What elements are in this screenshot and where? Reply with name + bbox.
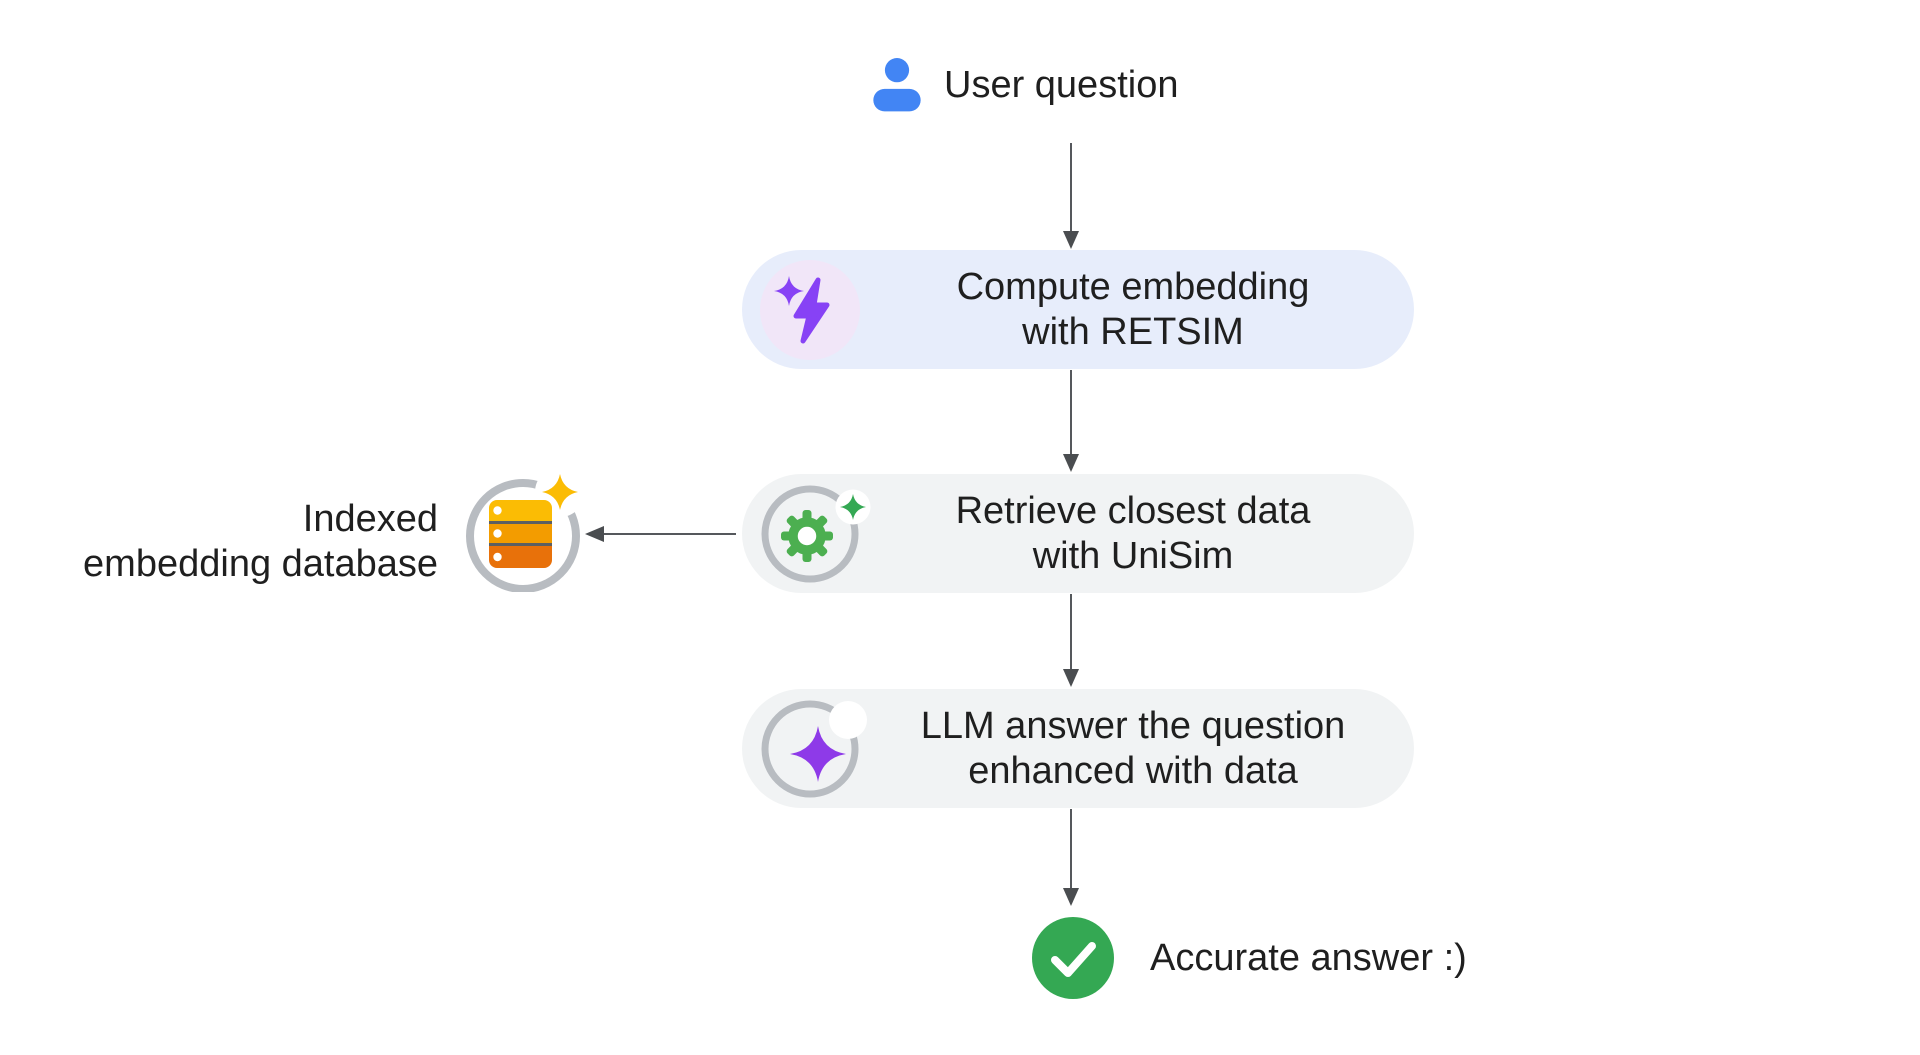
sparkle-bolt-icon — [760, 259, 860, 360]
step-label-line1: LLM answer the question — [920, 704, 1346, 747]
arrow-left-to-database — [585, 525, 736, 543]
compute-embedding-step: Compute embedding with RETSIM — [742, 250, 1414, 369]
arrow-head-icon — [1062, 231, 1079, 249]
database-label-line2: embedding database — [83, 543, 438, 585]
step-label-line2: with RETSIM — [1022, 310, 1244, 353]
step-label-line1: Compute embedding — [956, 265, 1310, 308]
check-icon — [1032, 917, 1114, 999]
step-label: Compute embedding with RETSIM — [876, 250, 1390, 369]
arrow-shaft — [1069, 809, 1073, 890]
step-label-line2: enhanced with data — [968, 749, 1298, 792]
step-label-line1: Retrieve closest data — [955, 489, 1311, 532]
llm-answer-step: LLM answer the question enhanced with da… — [742, 689, 1414, 808]
step-label: Retrieve closest data with UniSim — [876, 474, 1390, 593]
retrieve-data-step: Retrieve closest data with UniSim — [742, 474, 1414, 593]
database-label: Indexed embedding database — [56, 497, 438, 587]
step-label: LLM answer the question enhanced with da… — [876, 689, 1390, 808]
arrow-shaft — [603, 532, 736, 536]
arrow-head-icon — [1062, 888, 1079, 906]
gear-sparkle-icon — [760, 484, 871, 584]
arrow-shaft — [1069, 143, 1073, 233]
arrow-head-icon — [585, 525, 604, 542]
database-label-line1: Indexed — [302, 498, 438, 540]
user-question-label: User question — [944, 64, 1179, 106]
arrow-down-2 — [1062, 370, 1080, 472]
llm-sparkle-icon — [760, 699, 867, 799]
user-icon — [873, 58, 921, 112]
arrow-down-3 — [1062, 594, 1080, 687]
arrow-shaft — [1069, 370, 1073, 456]
accurate-answer-label: Accurate answer :) — [1150, 937, 1467, 979]
step-label-line2: with UniSim — [1032, 534, 1234, 577]
database-sparkle-icon — [466, 467, 585, 592]
arrow-shaft — [1069, 594, 1073, 671]
arrow-down-4 — [1062, 809, 1080, 906]
arrow-head-icon — [1062, 454, 1079, 472]
arrow-head-icon — [1062, 669, 1079, 687]
arrow-down-1 — [1062, 143, 1080, 249]
